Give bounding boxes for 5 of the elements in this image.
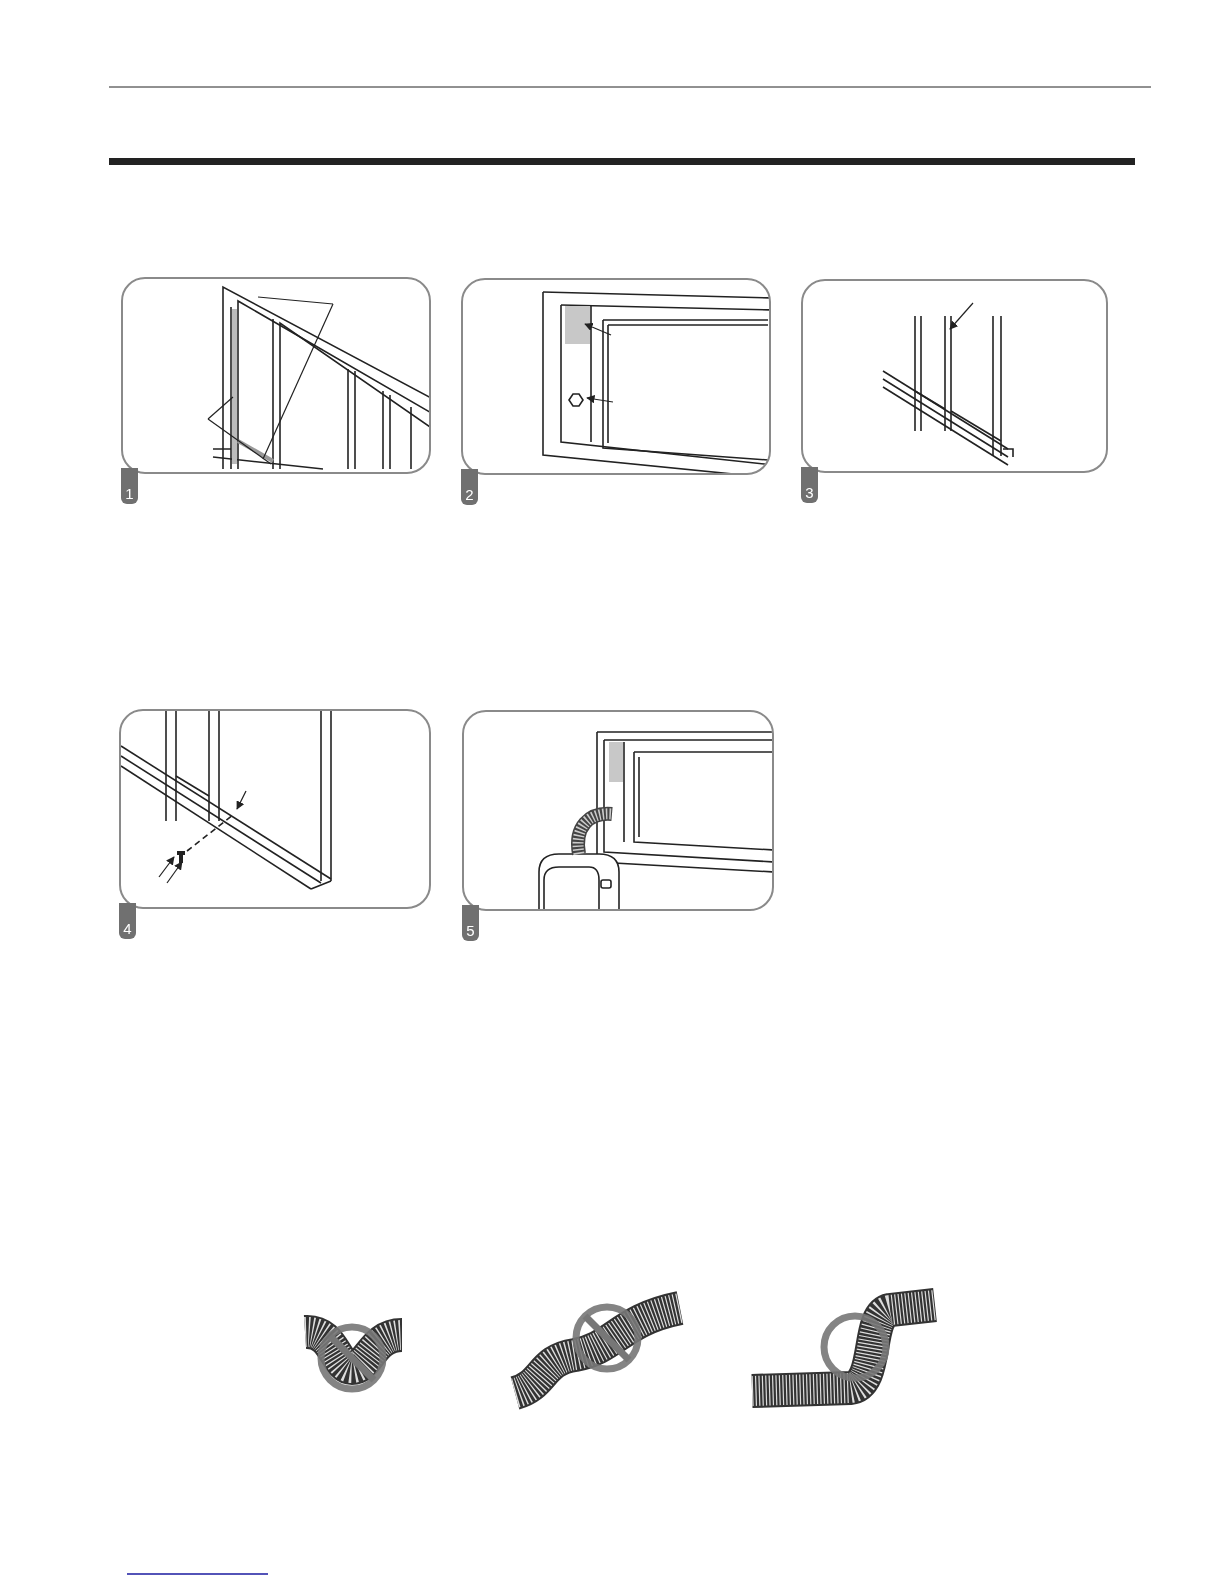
step-number: 5 (462, 905, 479, 941)
step-number: 4 (119, 903, 136, 939)
step-number: 2 (461, 469, 478, 505)
step-number: 3 (801, 467, 818, 503)
step-number: 1 (121, 468, 138, 504)
